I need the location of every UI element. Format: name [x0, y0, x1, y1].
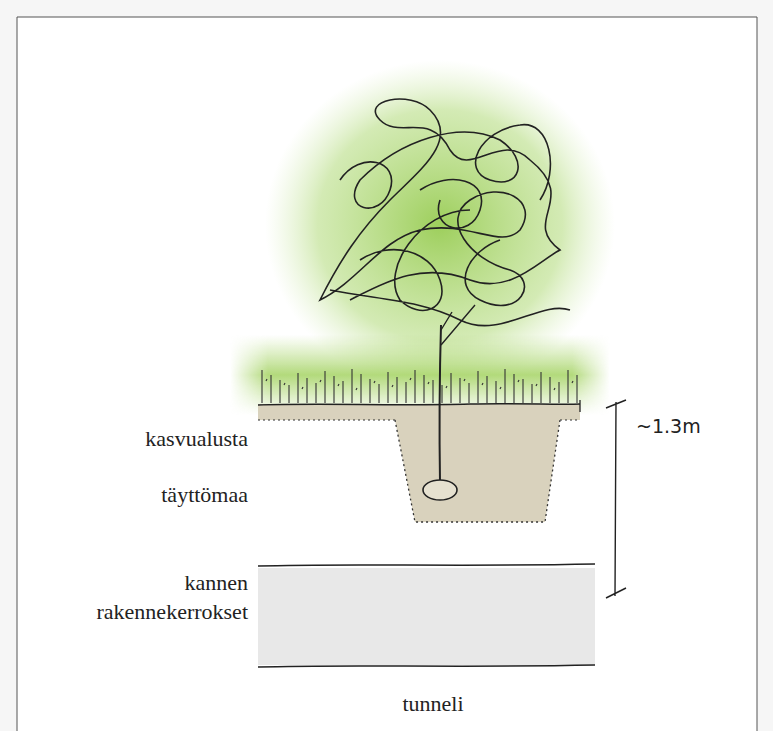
grass-stroke: [302, 387, 303, 389]
grass-stroke: [446, 386, 447, 388]
grass-stroke: [558, 382, 559, 403]
deck-layers: [258, 568, 595, 665]
grass-stroke: [288, 385, 289, 403]
grass-strokes: [262, 369, 577, 403]
grass-stroke: [518, 380, 519, 382]
grass-stroke: [459, 378, 460, 403]
grass-stroke: [261, 370, 262, 403]
tree-trunk: [440, 325, 441, 482]
grass-stroke: [374, 381, 375, 383]
planting-pit: [395, 420, 560, 522]
grass-stroke: [270, 375, 271, 403]
grass-stroke: [531, 384, 532, 403]
grass-stroke: [540, 372, 541, 403]
grass-stroke: [522, 379, 523, 403]
grass-stroke: [414, 370, 415, 403]
grass-stroke: [450, 373, 451, 403]
grass-stroke: [297, 373, 298, 403]
grass-stroke: [396, 377, 397, 403]
grass-stroke: [387, 372, 388, 403]
frame-ground: [17, 17, 757, 731]
pit-outline: [395, 420, 560, 522]
grass-stroke: [567, 370, 568, 403]
grass-stroke: [572, 381, 573, 383]
grass-stroke: [324, 371, 325, 403]
tree-canopy: [320, 99, 570, 326]
grass-stroke: [549, 377, 550, 403]
grass-stroke: [423, 375, 424, 403]
grass-stroke: [266, 379, 267, 381]
grass-stroke: [338, 384, 339, 386]
tree-branches: [441, 305, 475, 345]
root-ball: [423, 480, 457, 500]
deck-bottom: [258, 665, 595, 667]
grass-stroke: [477, 371, 478, 403]
grass-stroke: [306, 378, 307, 403]
grass-stroke: [536, 384, 537, 386]
grass-stroke: [428, 382, 429, 384]
grass-stroke: [392, 385, 393, 387]
grass-stroke: [504, 369, 505, 403]
grass-stroke: [369, 379, 370, 403]
grass-stroke: [500, 387, 501, 389]
grass-stroke: [432, 380, 433, 403]
frame: [17, 17, 757, 731]
layer-label: kasvualusta: [145, 424, 248, 453]
growing-layer: [258, 404, 580, 420]
grass-stroke: [576, 375, 577, 403]
grass-stroke: [554, 388, 555, 390]
grass-stroke: [495, 381, 496, 403]
layer-label: tunneli: [402, 689, 463, 718]
grass-stroke: [279, 380, 280, 403]
grass-stroke: [513, 374, 514, 403]
grass-stroke: [320, 380, 321, 382]
layer-bottom: [258, 419, 580, 420]
grass-stroke: [284, 383, 285, 385]
ground-line: [258, 404, 580, 405]
layer-label: täyttömaa: [161, 480, 248, 509]
grass-stroke: [351, 369, 352, 403]
grass-stroke: [441, 385, 442, 403]
grass-stroke: [464, 379, 465, 381]
deck-top: [258, 564, 595, 566]
grass-stroke: [410, 378, 411, 380]
layer-label: kannen rakennekerrokset: [48, 568, 248, 626]
grass-stroke: [405, 382, 406, 403]
grass-stroke: [486, 376, 487, 403]
grass-stroke: [333, 376, 334, 403]
grass-stroke: [342, 381, 343, 403]
grass-stroke: [356, 388, 357, 390]
ground-end: [579, 400, 580, 412]
grass-stroke: [482, 383, 483, 385]
grass-stroke: [468, 383, 469, 403]
grass-glow: [230, 335, 610, 415]
grass-stroke: [360, 374, 361, 403]
grass-stroke: [315, 383, 316, 403]
dimension-line: [606, 400, 626, 598]
dimension-label: ~1.3m: [636, 412, 701, 441]
grass-stroke: [378, 384, 379, 403]
